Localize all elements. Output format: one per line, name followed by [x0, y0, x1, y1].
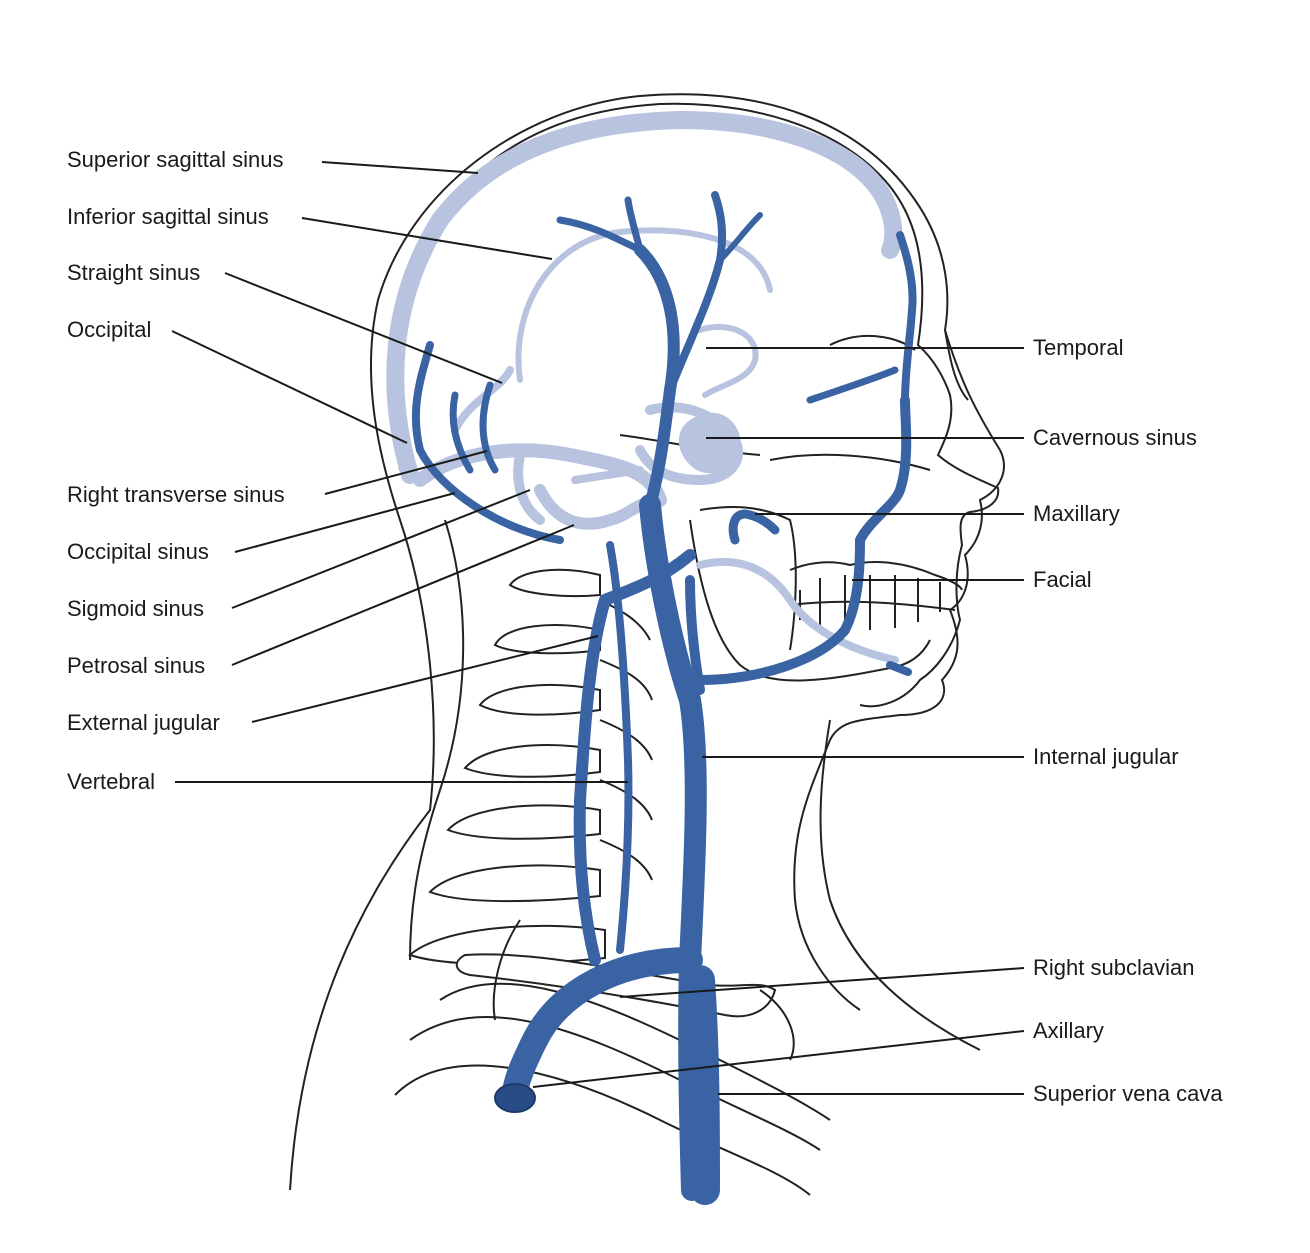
occipital-sinus — [513, 450, 545, 525]
occipital-vein — [411, 341, 564, 544]
label-superior-vena-cava: Superior vena cava — [1033, 1081, 1223, 1106]
temporal-vein-branch-a — [556, 216, 644, 254]
face-contour — [944, 329, 969, 401]
label-vertebral: Vertebral — [67, 769, 156, 794]
pterygoid-plexus — [696, 557, 899, 664]
mandible-ramus — [699, 506, 797, 651]
label-axillary: Axillary — [1033, 1018, 1104, 1043]
label-right-transverse-sinus: Right transverse sinus — [67, 482, 285, 507]
label-facial: Facial — [1033, 567, 1092, 592]
leader-straight-sinus — [224, 272, 503, 384]
temporal-vein — [634, 244, 680, 511]
label-occipital: Occipital — [67, 317, 152, 342]
occipital-vein-branch — [449, 391, 474, 474]
label-sigmoid-sinus: Sigmoid sinus — [67, 596, 204, 621]
leader-lines — [171, 161, 1025, 1095]
inferior-sagittal-sinus — [515, 227, 773, 383]
leader-occipital-sinus — [234, 492, 456, 553]
petrosal-sinus — [571, 466, 644, 484]
label-petrosal-sinus: Petrosal sinus — [67, 653, 206, 678]
superior-sagittal-sinus — [386, 111, 903, 484]
sinus-connector — [635, 402, 744, 485]
label-external-jugular: External jugular — [67, 710, 220, 735]
facial-vein-angular — [896, 231, 917, 404]
neck-front-outline — [819, 719, 981, 1051]
axillary-vein-end — [494, 1083, 536, 1113]
label-occipital-sinus: Occipital sinus — [67, 539, 209, 564]
subclavian-vein — [502, 947, 703, 1108]
label-superior-sagittal-sinus: Superior sagittal sinus — [67, 147, 284, 172]
superior-vena-cava-vein — [685, 965, 720, 1205]
label-straight-sinus: Straight sinus — [67, 260, 201, 285]
facial-vein — [695, 395, 912, 685]
temporal-vein-branch-d — [717, 212, 763, 263]
leader-external-jugular — [251, 635, 599, 723]
external-jugular-vein — [573, 549, 696, 966]
occipital-vein-branch-2 — [479, 381, 499, 474]
label-internal-jugular: Internal jugular — [1033, 744, 1179, 769]
label-inferior-sagittal-sinus: Inferior sagittal sinus — [67, 204, 269, 229]
temporal-vein-branch-c — [666, 191, 727, 394]
facial-vein-supraorbital — [806, 366, 899, 404]
cavernous-sinus — [678, 412, 741, 474]
leader-sigmoid-sinus — [231, 489, 531, 609]
transverse-sinus — [413, 443, 667, 507]
sinus-temporal-loop — [697, 323, 759, 398]
leader-superior-sagittal-sinus — [321, 161, 479, 174]
label-temporal: Temporal — [1033, 335, 1124, 360]
body-outline — [289, 93, 1005, 1196]
retromandibular-vein — [685, 575, 705, 695]
leader-right-subclavian — [619, 967, 1025, 998]
leader-inferior-sagittal-sinus — [301, 217, 553, 260]
leader-right-transverse-sinus — [324, 450, 488, 495]
veins — [411, 191, 917, 1205]
label-cavernous-sinus: Cavernous sinus — [1033, 425, 1197, 450]
facial-vein-branch-chin — [886, 661, 912, 676]
vertebral-vein — [606, 541, 633, 954]
label-maxillary: Maxillary — [1033, 501, 1120, 526]
temporal-vein-branch-b — [624, 196, 644, 254]
sigmoid-sinus — [534, 484, 656, 530]
leader-occipital — [171, 330, 408, 444]
label-right-subclavian: Right subclavian — [1033, 955, 1195, 980]
leader-petrosal-sinus — [231, 524, 575, 666]
leader-axillary — [532, 1030, 1025, 1088]
teeth — [789, 561, 963, 630]
maxillary-vein — [728, 509, 780, 545]
mandible-outline — [689, 519, 931, 682]
